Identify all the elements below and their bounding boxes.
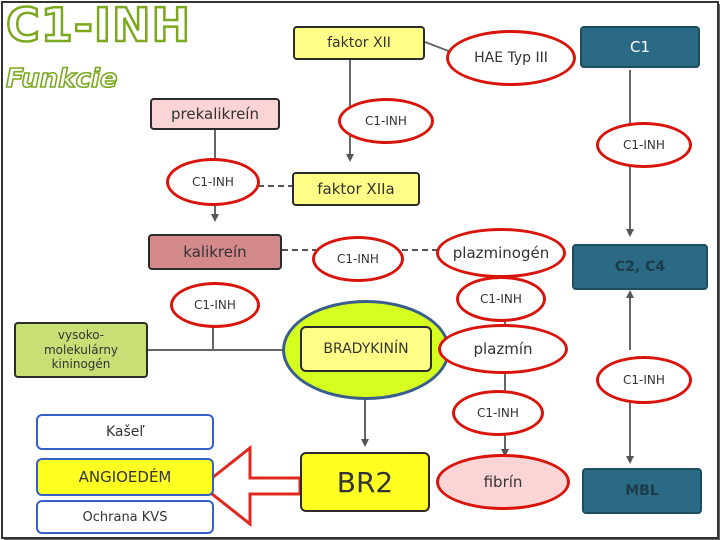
- page-subtitle: Funkcie: [5, 64, 118, 94]
- inhibitor-c1inh-2: C1-INH: [596, 122, 692, 168]
- outcome-kasel: Kašeľ: [36, 414, 214, 450]
- node-faktor-xii: faktor XII: [293, 26, 425, 60]
- node-br2: BR2: [300, 452, 430, 512]
- outcome-angioedem: ANGIOEDÉM: [36, 458, 214, 496]
- inhibitor-c1inh-4: C1-INH: [312, 236, 404, 282]
- inhibitor-c1inh-7: C1-INH: [596, 356, 692, 404]
- outcome-ochrana-kvs: Ochrana KVS: [36, 500, 214, 534]
- big-arrow-left: [199, 444, 302, 528]
- node-vysoko-kininogen: vysoko-molekulárny kininogén: [14, 322, 148, 378]
- node-fibrin: fibrín: [436, 454, 570, 510]
- node-faktor-xiia: faktor XIIa: [292, 172, 420, 206]
- node-bradykinin: BRADYKINÍN: [300, 326, 432, 372]
- node-c2-c4: C2, C4: [572, 244, 708, 290]
- inhibitor-c1inh-8: C1-INH: [452, 390, 544, 436]
- inhibitor-c1inh-5: C1-INH: [170, 282, 260, 328]
- node-plazminogen: plazminogén: [436, 228, 566, 278]
- node-c1: C1: [580, 26, 700, 68]
- inhibitor-c1inh-6: C1-INH: [456, 276, 546, 322]
- inhibitor-c1inh-3: C1-INH: [166, 158, 260, 206]
- node-mbl: MBL: [582, 468, 702, 514]
- page-title: C1-INH: [5, 0, 191, 52]
- node-hae-typ-iii: HAE Typ III: [446, 30, 576, 86]
- node-plazmin: plazmín: [438, 324, 568, 374]
- node-kalikrein: kalikreín: [148, 234, 282, 270]
- inhibitor-c1inh-1: C1-INH: [338, 98, 434, 144]
- node-prekalikrein: prekalikreín: [150, 98, 280, 130]
